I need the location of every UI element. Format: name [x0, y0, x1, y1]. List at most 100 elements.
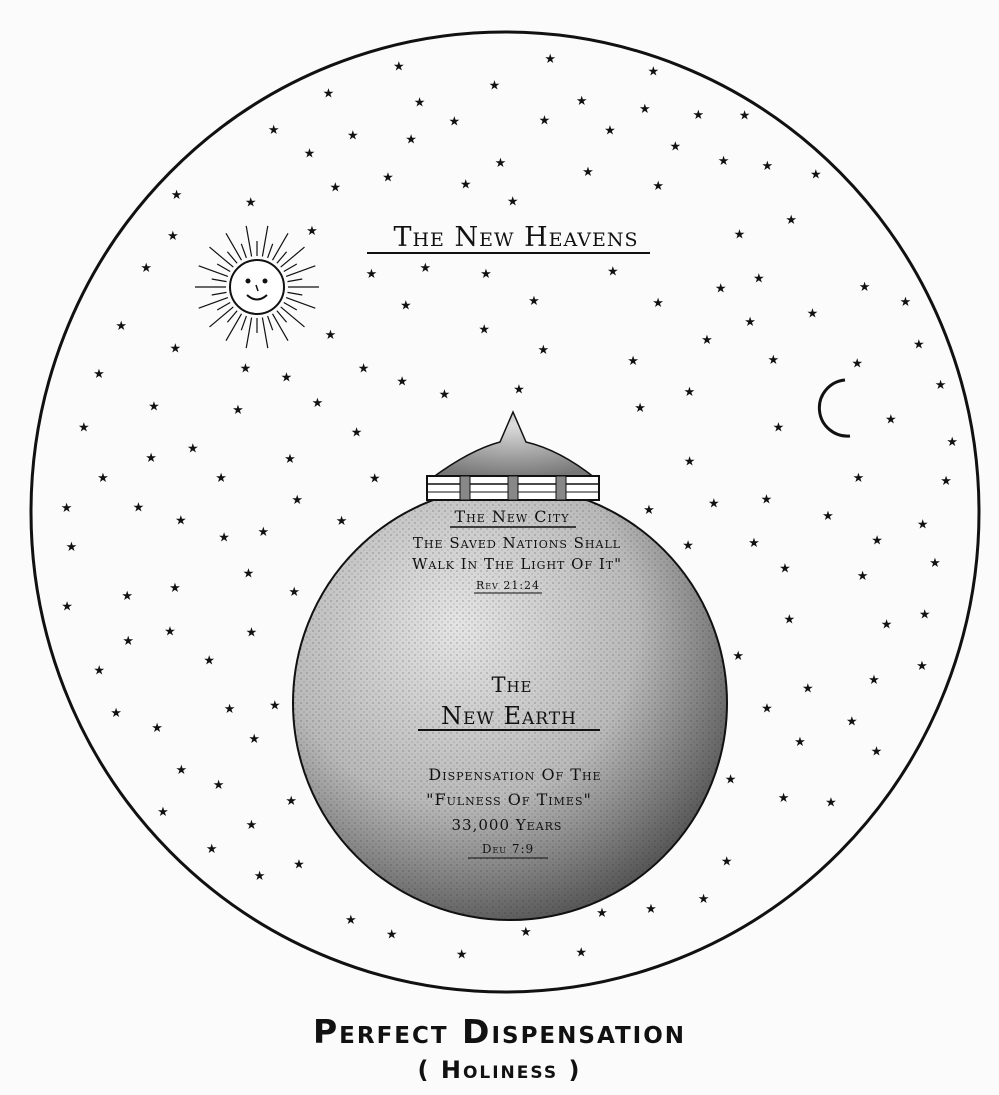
caption-subtitle: ( Holiness ): [417, 1056, 582, 1084]
star-icon: ★: [669, 140, 681, 155]
star-icon: ★: [761, 159, 773, 174]
star-icon: ★: [539, 114, 551, 129]
star-icon: ★: [778, 791, 790, 806]
star-icon: ★: [243, 566, 255, 581]
star-icon: ★: [167, 229, 179, 244]
star-icon: ★: [347, 129, 359, 144]
star-icon: ★: [439, 387, 451, 402]
star-icon: ★: [246, 626, 258, 641]
star-icon: ★: [871, 534, 883, 549]
dispensation-line1: Dispensation Of The: [428, 765, 601, 784]
star-icon: ★: [489, 78, 501, 93]
star-icon: ★: [929, 556, 941, 571]
star-icon: ★: [400, 299, 412, 314]
star-icon: ★: [645, 902, 657, 917]
star-icon: ★: [916, 659, 928, 674]
star-icon: ★: [240, 362, 252, 377]
star-icon: ★: [639, 102, 651, 117]
star-icon: ★: [269, 698, 281, 713]
star-icon: ★: [393, 59, 405, 74]
star-icon: ★: [785, 213, 797, 228]
star-icon: ★: [232, 403, 244, 418]
star-icon: ★: [802, 682, 814, 697]
star-icon: ★: [215, 471, 227, 486]
star-icon: ★: [358, 362, 370, 377]
sun-icon: [195, 225, 319, 349]
star-icon: ★: [171, 188, 183, 203]
star-icon: ★: [647, 65, 659, 80]
star-icon: ★: [748, 536, 760, 551]
star-icon: ★: [291, 493, 303, 508]
star-icon: ★: [386, 928, 398, 943]
star-icon: ★: [495, 156, 507, 171]
star-icon: ★: [293, 857, 305, 872]
star-icon: ★: [246, 818, 258, 833]
star-icon: ★: [859, 280, 871, 295]
star-icon: ★: [281, 370, 293, 385]
star-icon: ★: [734, 227, 746, 242]
caption-title: Perfect Dispensation: [312, 1012, 687, 1051]
star-icon: ★: [419, 261, 431, 276]
star-icon: ★: [78, 421, 90, 436]
star-icon: ★: [692, 108, 704, 123]
earth-title-line1: The: [491, 673, 532, 697]
star-icon: ★: [97, 471, 109, 486]
dispensation-line2: "Fulness Of Times": [426, 790, 592, 809]
star-icon: ★: [213, 778, 225, 793]
star-icon: ★: [345, 913, 357, 928]
star-icon: ★: [480, 267, 492, 282]
star-icon: ★: [66, 540, 78, 555]
city-reference: Rev 21:24: [476, 579, 540, 592]
star-icon: ★: [582, 165, 594, 180]
star-icon: ★: [175, 513, 187, 528]
star-icon: ★: [919, 608, 931, 623]
star-icon: ★: [206, 842, 218, 857]
star-icon: ★: [528, 294, 540, 309]
star-icon: ★: [698, 892, 710, 907]
star-icon: ★: [575, 946, 587, 961]
star-icon: ★: [175, 763, 187, 778]
star-icon: ★: [93, 367, 105, 382]
star-icon: ★: [133, 501, 145, 516]
star-icon: ★: [304, 147, 316, 162]
star-icon: ★: [715, 281, 727, 296]
star-icon: ★: [767, 353, 779, 368]
star-icon: ★: [871, 745, 883, 760]
star-icon: ★: [739, 108, 751, 123]
star-icon: ★: [140, 261, 152, 276]
star-icon: ★: [732, 649, 744, 664]
star-icon: ★: [627, 354, 639, 369]
star-icon: ★: [537, 343, 549, 358]
star-icon: ★: [110, 706, 122, 721]
star-icon: ★: [794, 735, 806, 750]
star-icon: ★: [121, 589, 133, 604]
star-icon: ★: [701, 333, 713, 348]
star-icon: ★: [684, 454, 696, 469]
star-icon: ★: [169, 342, 181, 357]
heavens-circle: [29, 30, 981, 994]
star-icon: ★: [721, 854, 733, 869]
star-icon: ★: [187, 441, 199, 456]
star-icon: ★: [224, 702, 236, 717]
star-icon: ★: [218, 530, 230, 545]
star-icon: ★: [604, 124, 616, 139]
duration-label: 33,000 Years: [452, 816, 563, 834]
star-icon: ★: [507, 195, 519, 210]
star-icon: ★: [935, 378, 947, 393]
new-heavens-label: The New Heavens: [393, 222, 638, 253]
star-icon: ★: [351, 425, 363, 440]
star-icon: ★: [513, 383, 525, 398]
star-icon: ★: [414, 95, 426, 110]
star-icon: ★: [652, 179, 664, 194]
star-icon: ★: [257, 525, 269, 540]
star-icon: ★: [810, 167, 822, 182]
star-icon: ★: [248, 732, 260, 747]
star-icon: ★: [157, 805, 169, 820]
star-icon: ★: [851, 356, 863, 371]
star-icon: ★: [148, 400, 160, 415]
star-icon: ★: [520, 925, 532, 940]
star-icon: ★: [456, 948, 468, 963]
star-icon: ★: [946, 435, 958, 450]
star-icon: ★: [607, 265, 619, 280]
star-icon: ★: [164, 624, 176, 639]
